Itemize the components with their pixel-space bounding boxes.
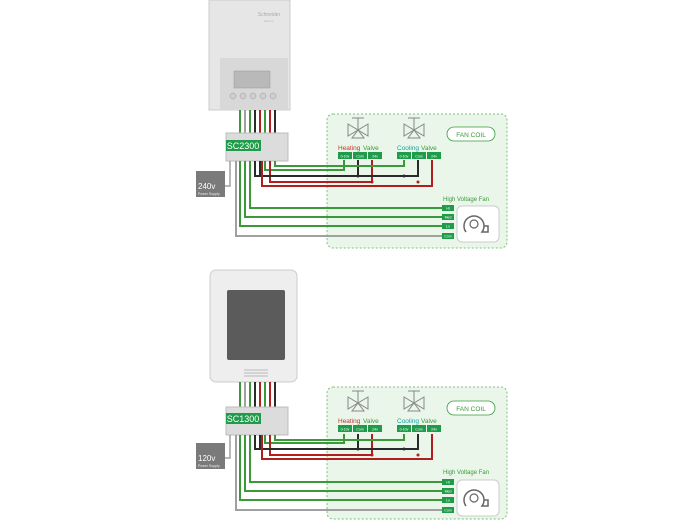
fan-coil-label: FAN COIL — [456, 132, 486, 139]
svg-text:Com: Com — [444, 509, 451, 513]
heating-valve-icon-bottom — [347, 390, 369, 412]
thermostat-vent — [244, 369, 268, 377]
supply-voltage-top: 240v — [198, 182, 215, 191]
svg-text:Com: Com — [356, 155, 363, 159]
supply-label-top: Power Supply — [198, 192, 220, 196]
fan-terminals-top: Hi Med Lo Com — [442, 205, 454, 239]
heat-terminals-bottom: 0-10v Com 24v — [338, 425, 382, 432]
svg-text:24v: 24v — [431, 155, 437, 159]
fan-coil-label-bottom: FAN COIL — [456, 406, 486, 413]
svg-text:24v: 24v — [431, 428, 437, 432]
svg-text:Med: Med — [445, 216, 452, 220]
controller-tag-bottom — [226, 413, 261, 424]
fan-title-top: High Voltage Fan — [443, 197, 489, 203]
bottom-diagram: FAN COIL SC1300 120v Power Supply — [196, 269, 508, 520]
svg-text:0-10v: 0-10v — [400, 428, 409, 432]
bottom-junctions — [356, 447, 420, 457]
heat-terminals-top: 0-10v Com 24v — [338, 152, 382, 159]
thermostat-buttons — [229, 92, 277, 100]
power-supply-bottom — [196, 443, 225, 469]
cooling-word-top: Cooling — [397, 145, 419, 152]
svg-text:24v: 24v — [372, 428, 378, 432]
svg-text:0-10v: 0-10v — [400, 155, 409, 159]
heating-word-bottom: Heating — [338, 418, 361, 425]
thermostat-display — [233, 70, 271, 89]
controller-model-bottom: SC1300 — [227, 414, 260, 424]
supply-voltage-bottom: 120v — [198, 454, 215, 463]
svg-text:Com: Com — [415, 155, 422, 159]
fan-icon-bottom — [456, 479, 500, 517]
svg-text:24v: 24v — [372, 155, 378, 159]
svg-text:0-10v: 0-10v — [341, 155, 350, 159]
top-wires-lower — [235, 160, 442, 237]
fan-terminals-bottom: Hi Med Lo Com — [442, 479, 454, 513]
cooling-valve-icon-top — [403, 117, 425, 139]
power-supply-top — [196, 171, 225, 197]
fan-icon-top — [456, 205, 500, 243]
svg-text:Com: Com — [415, 428, 422, 432]
valve-word-heat-bottom: Valve — [363, 418, 379, 425]
top-diagram: FAN COIL Schneider Electric SC2300 — [196, 0, 508, 249]
supply-label-bottom: Power Supply — [198, 464, 220, 468]
bottom-wires-upper — [239, 382, 276, 407]
valve-word-heat-top: Valve — [363, 145, 379, 152]
valve-word-cool-top: Valve — [421, 145, 437, 152]
cool-terminals-bottom: 0-10v Com 24v — [397, 425, 441, 432]
svg-text:Lo: Lo — [446, 499, 450, 503]
svg-text:Lo: Lo — [446, 225, 450, 229]
svg-text:Hi: Hi — [446, 207, 450, 211]
bottom-wires-lower — [235, 434, 442, 511]
svg-text:0-10v: 0-10v — [341, 428, 350, 432]
top-junctions — [356, 174, 420, 184]
cool-terminals-top: 0-10v Com 24v — [397, 152, 441, 159]
valve-word-cool-bottom: Valve — [421, 418, 437, 425]
cooling-valve-icon-bottom — [403, 390, 425, 412]
brand-logo: Schneider — [258, 12, 281, 18]
controller-model-top: SC2300 — [227, 141, 260, 151]
svg-text:Hi: Hi — [446, 481, 450, 485]
cooling-word-bottom: Cooling — [397, 418, 419, 425]
heating-word-top: Heating — [338, 145, 361, 152]
fan-title-bottom: High Voltage Fan — [443, 470, 489, 476]
thermostat-screen — [227, 290, 285, 360]
brand-logo-sub: Electric — [264, 19, 274, 23]
fan-coil-badge-bottom — [446, 400, 496, 416]
svg-text:Com: Com — [444, 235, 451, 239]
top-wires-upper — [239, 110, 276, 133]
heating-valve-icon-top — [347, 117, 369, 139]
svg-text:Med: Med — [445, 490, 452, 494]
fan-coil-badge — [446, 126, 496, 142]
controller-tag-top — [226, 140, 261, 151]
svg-text:Com: Com — [356, 428, 363, 432]
